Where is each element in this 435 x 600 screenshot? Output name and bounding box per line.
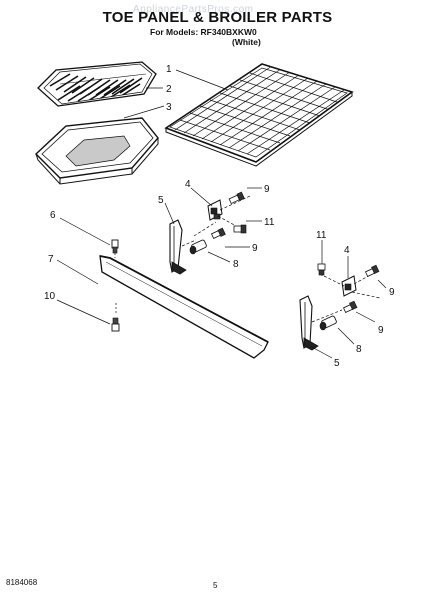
page-title: TOE PANEL & BROILER PARTS [102, 9, 333, 26]
page-number: 5 [213, 581, 218, 590]
callout-8-upper: 8 [233, 259, 239, 270]
callout-6: 6 [50, 210, 56, 221]
watermark: AppliancePartsPros.com [133, 4, 254, 15]
callout-8-lower: 8 [356, 344, 362, 355]
screw-9-right [364, 264, 380, 277]
right-hardware-group [299, 263, 381, 351]
document-number: 8184068 [6, 578, 38, 587]
leader-lines [56, 69, 387, 359]
callout-3: 3 [166, 102, 172, 113]
callout-4-lower: 4 [344, 245, 350, 256]
broiler-pan [34, 117, 159, 185]
screw-9-middle [210, 227, 226, 239]
callout-9-middle: 9 [252, 243, 258, 254]
screw-11-lower [317, 263, 326, 276]
callout-9-lower: 9 [378, 325, 384, 336]
color-line: (White) [232, 37, 261, 47]
screw-9-lower [342, 300, 358, 313]
oven-rack [164, 63, 354, 167]
callout-11-lower: 11 [316, 230, 327, 241]
screw-11-upper [233, 224, 247, 234]
spacer-8-lower [319, 315, 337, 331]
callout-5-lower: 5 [334, 358, 340, 369]
models-line: For Models: RF340BXKW0 [150, 27, 257, 37]
callout-2: 2 [166, 84, 172, 95]
screw-9-upper [228, 191, 245, 205]
callout-9-upper: 9 [264, 184, 270, 195]
toe-panel [99, 255, 269, 359]
left-hardware-group [169, 191, 251, 275]
callout-numbers: 1 2 3 4 5 9 11 9 8 6 7 10 11 4 9 9 8 5 [44, 64, 395, 369]
callout-5-upper: 5 [158, 195, 164, 206]
callout-9-right: 9 [389, 287, 395, 298]
broiler-grill [37, 61, 157, 107]
screw-10 [111, 303, 120, 332]
callout-1: 1 [166, 64, 172, 75]
callout-7: 7 [48, 254, 54, 265]
callout-4-upper: 4 [185, 179, 191, 190]
screw-6 [111, 239, 119, 258]
callout-11-upper: 11 [264, 217, 275, 228]
callout-10: 10 [44, 291, 56, 302]
spacer-8-upper [189, 239, 207, 255]
